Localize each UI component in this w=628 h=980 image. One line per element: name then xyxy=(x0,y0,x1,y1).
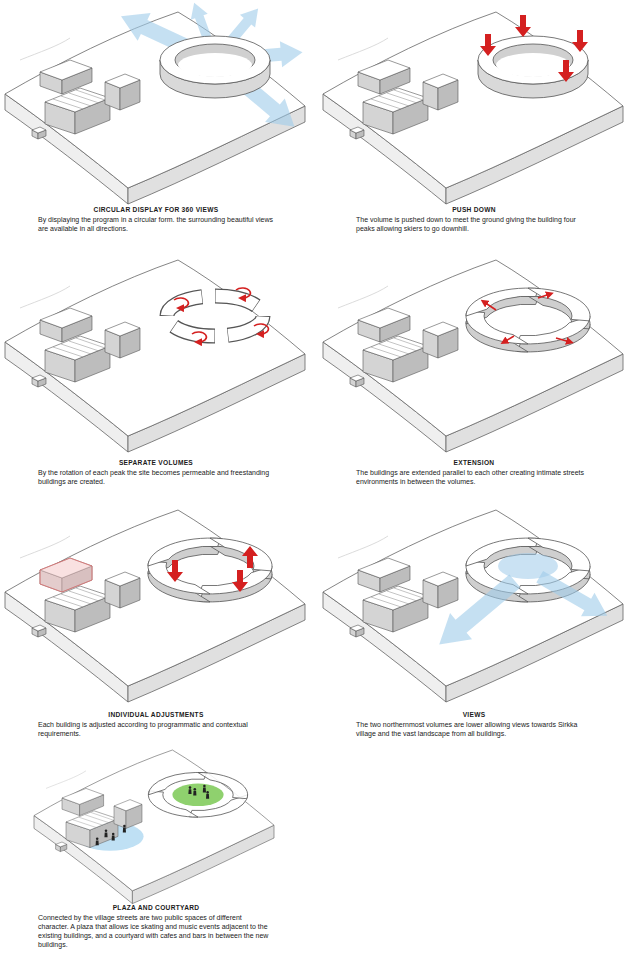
caption-heading: INDIVIDUAL ADJUSTMENTS xyxy=(38,711,274,719)
panel-views xyxy=(323,510,623,702)
caption-body: By displaying the program in a circular … xyxy=(38,215,274,233)
panel-adjustments xyxy=(5,510,305,702)
caption-body: The volume is pushed down to meet the gr… xyxy=(356,215,592,233)
caption-body: Connected by the village streets are two… xyxy=(38,913,274,949)
panel-push-down xyxy=(323,12,623,204)
caption-body: The buildings are extended parallel to e… xyxy=(356,468,592,486)
caption-heading: VIEWS xyxy=(356,711,592,719)
caption-heading: SEPARATE VOLUMES xyxy=(38,459,274,467)
panel-circular xyxy=(5,0,305,204)
caption-heading: EXTENSION xyxy=(356,459,592,467)
caption-body: The two northernmost volumes are lower a… xyxy=(356,720,592,738)
caption-heading: PLAZA AND COURTYARD xyxy=(38,904,274,912)
panel-plaza xyxy=(34,750,274,904)
panel-separate xyxy=(5,260,305,452)
caption-heading: CIRCULAR DISPLAY FOR 360 VIEWS xyxy=(38,206,274,214)
caption-body: Each building is adjusted according to p… xyxy=(38,720,274,738)
panel-extension xyxy=(323,260,623,452)
caption-body: By the rotation of each peak the site be… xyxy=(38,468,274,486)
caption-heading: PUSH DOWN xyxy=(356,206,592,214)
